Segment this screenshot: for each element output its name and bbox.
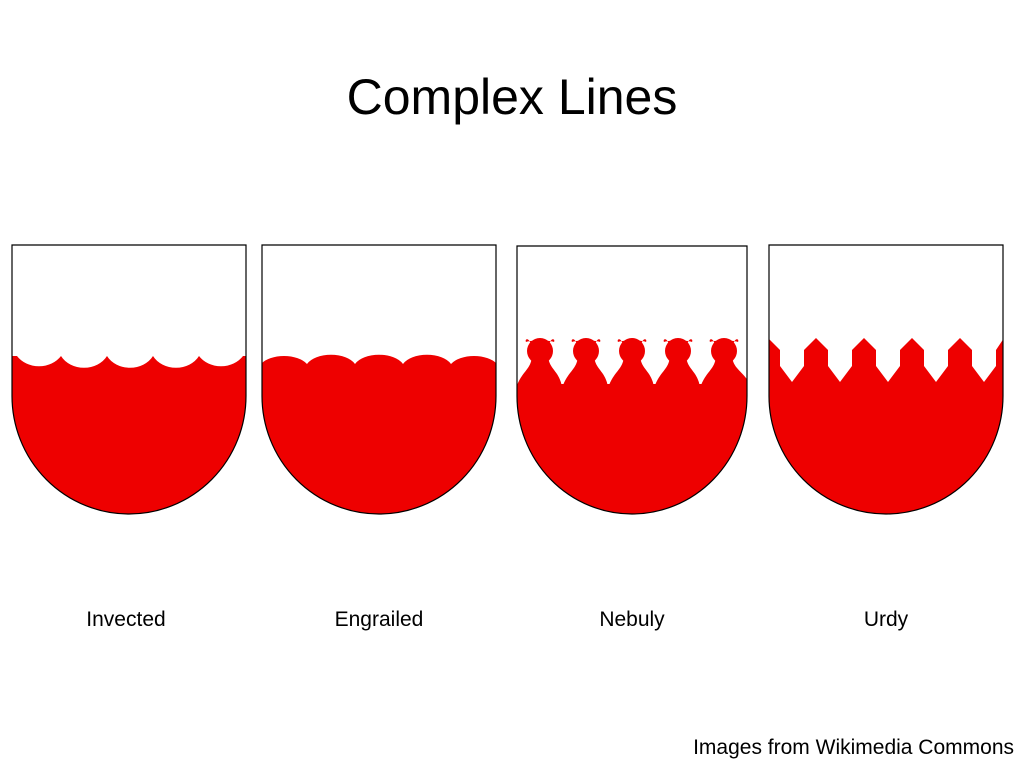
engrailed-label: Engrailed [334, 608, 424, 631]
invected-label: Invected [86, 608, 166, 631]
invected-shield-icon [11, 244, 247, 516]
engrailed-shield-icon [261, 244, 497, 516]
nebuly-label: Nebuly [599, 608, 665, 631]
nebuly-shield-icon [516, 244, 752, 516]
urdy-shield-icon [768, 244, 1004, 516]
image-credit: Images from Wikimedia Commons [693, 736, 1014, 759]
slide-title: Complex Lines [346, 69, 678, 125]
urdy-label: Urdy [863, 608, 909, 631]
